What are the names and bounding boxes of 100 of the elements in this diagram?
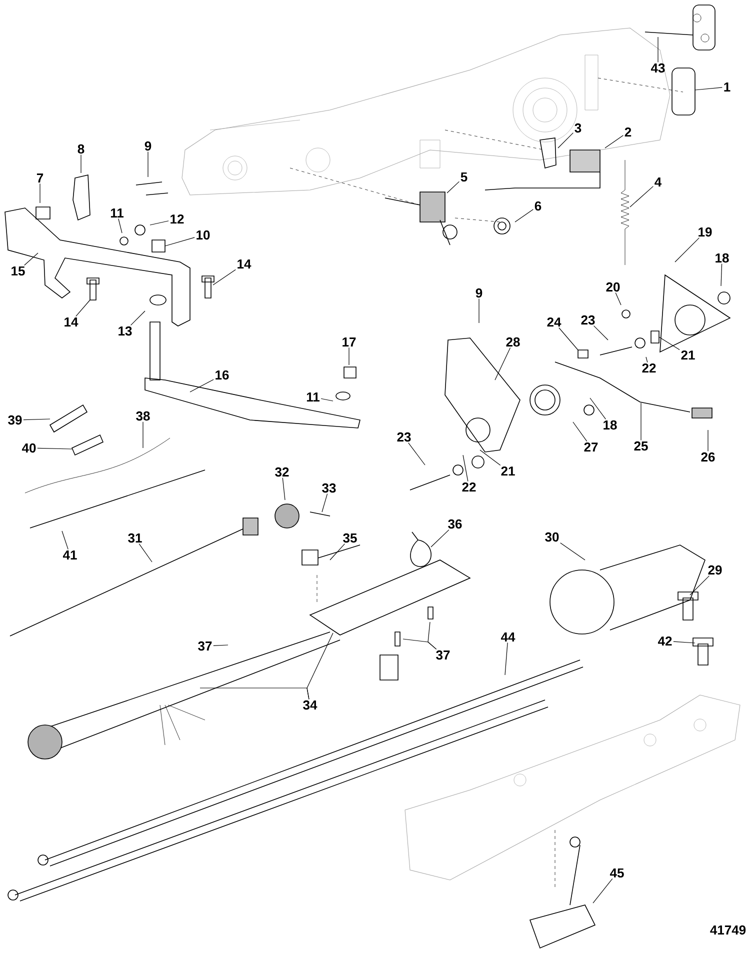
leader-line	[348, 347, 350, 366]
leader-line	[720, 264, 722, 286]
callout-number: 22	[462, 482, 476, 492]
callout-number: 18	[716, 253, 729, 263]
callout-number: 20	[606, 282, 620, 292]
callout-number: 7	[36, 174, 44, 182]
callout-number: 41	[62, 550, 77, 560]
leader-line	[37, 448, 72, 450]
callout-number: 4	[654, 178, 662, 186]
callout-number: 34	[303, 700, 318, 710]
callout-number: 16	[216, 370, 229, 380]
leader-line	[23, 418, 50, 420]
callout-number: 9	[144, 141, 152, 151]
leader-line	[558, 327, 578, 350]
callout-number: 6	[534, 201, 542, 211]
callout-number: 1	[724, 82, 730, 92]
callout-number: 15	[12, 266, 25, 276]
callout-number: 29	[708, 565, 722, 575]
leader-line	[320, 398, 334, 402]
callout-number: 9	[476, 288, 482, 298]
callout-number: 37	[436, 650, 450, 660]
callout-number: 24	[547, 317, 562, 327]
callout-number: 44	[500, 632, 516, 642]
leader-line	[658, 336, 680, 350]
leader-line	[594, 326, 608, 340]
leader-line	[690, 576, 710, 596]
leader-line	[150, 220, 169, 226]
leader-line	[478, 298, 480, 324]
figure-number: 41749	[710, 925, 746, 935]
leader-line	[142, 422, 144, 448]
callout-number: 40	[22, 443, 36, 453]
leader-line	[428, 622, 437, 650]
callout-number: 43	[650, 63, 665, 73]
leader-line	[590, 398, 606, 420]
leader-line	[80, 154, 82, 174]
callout-number: 36	[448, 519, 462, 529]
callout-number: 39	[8, 415, 22, 425]
leader-line	[190, 379, 214, 392]
callout-number: 11	[110, 208, 124, 218]
callout-number: 19	[698, 227, 712, 237]
leader-line	[118, 218, 122, 234]
leader-line	[446, 181, 460, 194]
leader-line	[592, 878, 613, 904]
leader-line	[138, 544, 152, 562]
leader-line	[674, 238, 700, 262]
leader-line	[646, 356, 648, 363]
callout-number: 5	[460, 172, 468, 182]
leader-line	[694, 87, 722, 90]
leader-line	[408, 442, 426, 466]
callout-number: 22	[642, 363, 656, 373]
leader-line	[322, 494, 328, 512]
leader-line	[504, 642, 508, 676]
callout-number: 21	[681, 350, 695, 360]
leader-line	[480, 450, 501, 466]
callout-number: 38	[136, 411, 150, 421]
leader-line	[462, 454, 468, 482]
callout-number: 42	[658, 636, 672, 646]
callout-number: 12	[170, 214, 184, 224]
leader-line	[76, 300, 90, 317]
callout-number: 26	[701, 452, 715, 462]
callout-number: 35	[343, 533, 357, 543]
leader-line	[62, 530, 68, 550]
callout-number: 17	[342, 338, 356, 346]
callout-number: 3	[574, 123, 582, 133]
callout-number: 18	[604, 420, 617, 430]
callout-number: 45	[610, 868, 624, 878]
callout-number: 33	[322, 483, 336, 493]
callout-number: 32	[275, 467, 289, 477]
leader-line	[282, 478, 286, 500]
callout-number: 31	[128, 533, 142, 543]
callout-number: 23	[581, 315, 595, 325]
callout-number: 8	[78, 144, 84, 154]
callout-number: 14	[64, 318, 78, 326]
callout-number: 37	[198, 641, 212, 651]
callout-number: 2	[624, 127, 632, 137]
leader-line	[615, 292, 622, 306]
callout-number: 25	[634, 441, 648, 451]
leader-line	[494, 348, 511, 380]
leader-line	[130, 310, 146, 326]
leader-line	[164, 237, 195, 246]
leader-line	[558, 132, 574, 148]
leader-line	[640, 402, 642, 440]
leader-line	[514, 209, 534, 222]
leader-line	[630, 186, 654, 208]
leader-line	[430, 530, 450, 548]
leader-line	[330, 544, 346, 560]
leader-line	[673, 641, 696, 644]
callout-number: 30	[545, 532, 559, 542]
leader-line	[604, 135, 624, 148]
leader-line	[213, 644, 228, 646]
callout-number: 28	[506, 337, 520, 347]
callout-number: 10	[196, 230, 210, 240]
callout-number: 27	[584, 442, 598, 452]
leader-line	[560, 542, 586, 560]
leader-line	[572, 422, 588, 442]
leader-line	[24, 252, 38, 266]
callout-number: 11	[306, 392, 320, 402]
callout-number: 23	[397, 432, 411, 442]
leader-line	[200, 688, 310, 700]
callout-number: 13	[118, 326, 132, 336]
